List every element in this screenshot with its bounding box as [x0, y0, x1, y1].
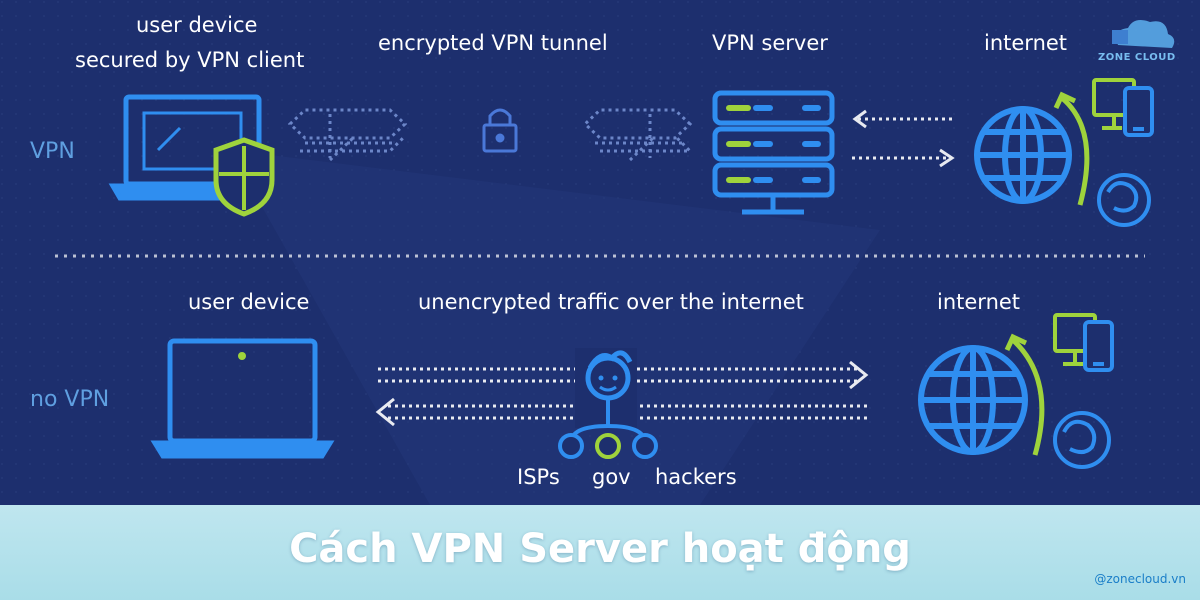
- tunnel-arrow-left: [287, 108, 408, 162]
- browser-icon: [1097, 173, 1151, 227]
- brand-handle: @zonecloud.vn: [1094, 572, 1186, 586]
- phone-icon: [1083, 320, 1114, 372]
- device-label-no-vpn: user device: [188, 290, 310, 314]
- diagram-graphics: [0, 0, 1200, 505]
- observer-isps: ISPs: [517, 465, 560, 489]
- laptop-icon: [150, 338, 335, 459]
- banner-title: Cách VPN Server hoạt động: [289, 526, 911, 572]
- browser-icon: [1053, 411, 1111, 469]
- phone-icon: [1123, 86, 1154, 137]
- globe-icon: [974, 106, 1072, 204]
- tunnel-arrow-right: [582, 108, 694, 162]
- globe-icon: [918, 345, 1028, 455]
- tunnel-label: encrypted VPN tunnel: [378, 31, 608, 55]
- lock-icon: [482, 108, 518, 153]
- shield-icon: [213, 137, 275, 217]
- title-banner: [0, 505, 1200, 600]
- server-icon: [712, 90, 835, 215]
- server-internet-arrows: [852, 109, 955, 168]
- traffic-label: unencrypted traffic over the internet: [418, 290, 804, 314]
- row-label-vpn: VPN: [30, 139, 75, 164]
- person-icon: [558, 348, 658, 459]
- server-label: VPN server: [712, 31, 828, 55]
- device-label-line1: user device: [136, 13, 258, 37]
- internet-label-top: internet: [984, 31, 1068, 55]
- green-arc: [1060, 96, 1090, 206]
- green-arc: [1011, 338, 1045, 456]
- row-label-no-vpn: no VPN: [30, 387, 110, 412]
- observer-hackers: hackers: [655, 465, 737, 489]
- cloud-logo-icon: [1112, 20, 1175, 48]
- device-label-line2: secured by VPN client: [75, 48, 305, 72]
- internet-label-bottom: internet: [937, 290, 1021, 314]
- observer-gov: gov: [592, 465, 631, 489]
- logo-text: ZONE CLOUD: [1098, 52, 1176, 63]
